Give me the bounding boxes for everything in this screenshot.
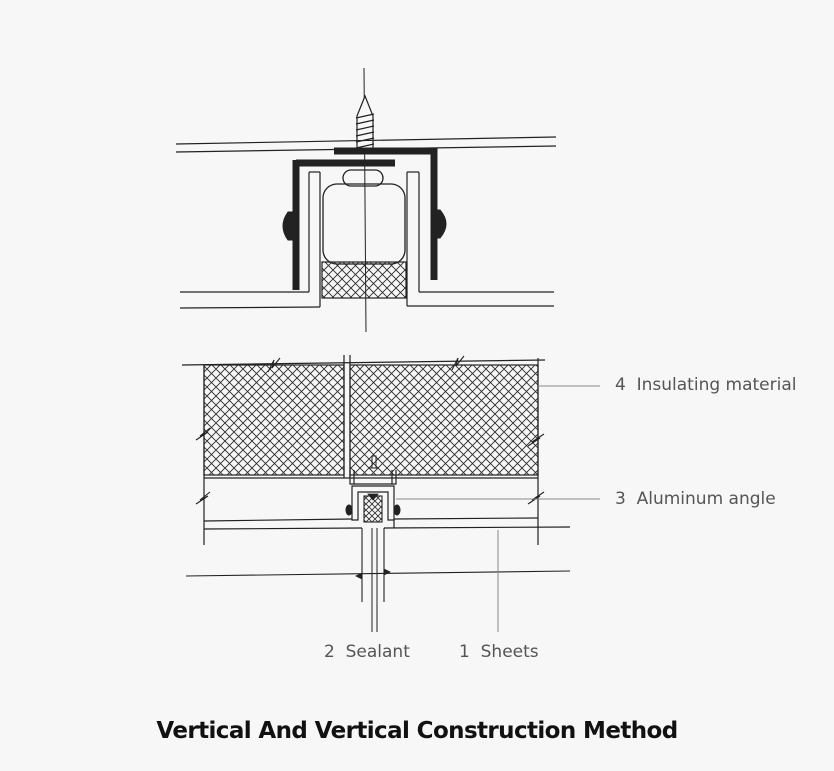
top-channel-detail (175, 67, 557, 333)
figure-caption: Vertical And Vertical Construction Metho… (156, 718, 678, 744)
callout-insulating-material: 4 Insulating material (615, 375, 797, 395)
screw-icon (355, 94, 375, 151)
callout-sheets: 1 Sheets (459, 642, 539, 662)
callout-aluminum-angle: 3 Aluminum angle (615, 489, 776, 509)
callout-sealant: 2 Sealant (324, 642, 410, 662)
bottom-joint-detail (181, 355, 571, 632)
leader-lines (396, 385, 600, 632)
